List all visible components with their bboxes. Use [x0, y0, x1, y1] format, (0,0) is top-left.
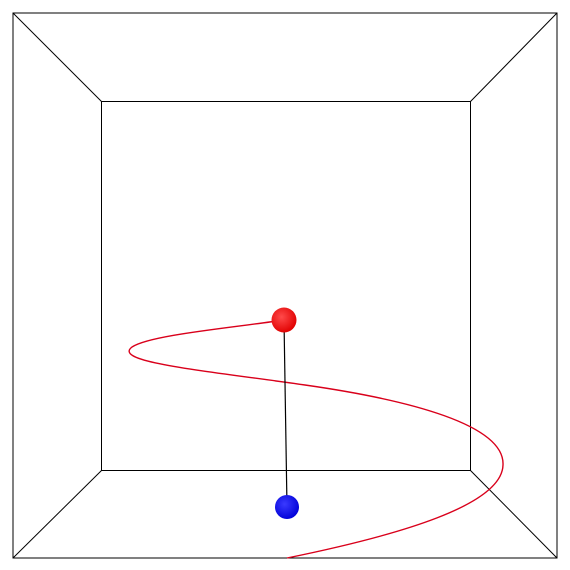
box-edge-bottom-left	[12, 470, 102, 559]
box-edge-top-left	[12, 12, 102, 102]
box-wireframe	[12, 12, 558, 559]
lower-bob	[275, 495, 299, 519]
trajectory-curve	[128, 319, 504, 559]
upper-bob	[271, 307, 297, 333]
box-outer-face	[12, 12, 558, 559]
box-edge-top-right	[470, 12, 558, 102]
box-edge-bottom-right	[470, 470, 558, 559]
pendulum-rod	[283, 319, 288, 508]
